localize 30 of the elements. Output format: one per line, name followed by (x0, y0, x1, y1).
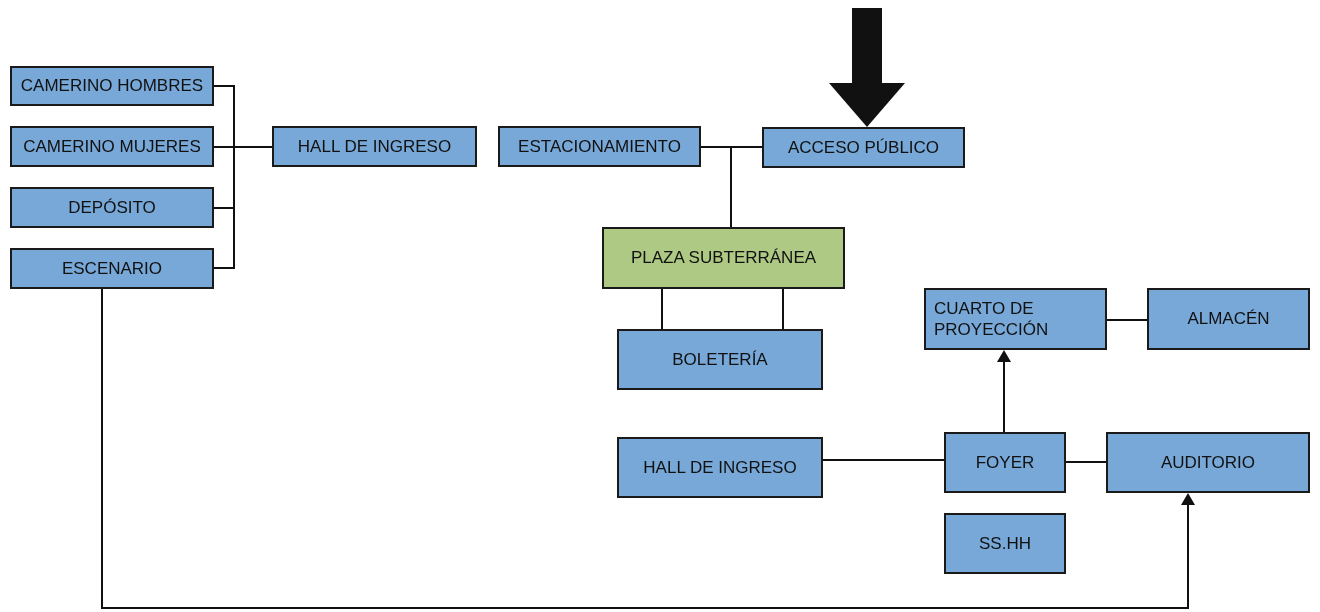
room-box (498, 126, 701, 167)
room-box (617, 329, 823, 390)
room-box (1147, 288, 1310, 350)
room-box (924, 288, 1107, 350)
room-box (762, 127, 965, 168)
room-label: CAMERINO HOMBRES (20, 75, 204, 97)
room-label: HALL DE INGRESO (297, 135, 452, 158)
room-label: HALL DE INGRESO (643, 456, 797, 479)
room-box (617, 437, 823, 498)
room-label: CUARTO DE PROYECCIÓN (934, 297, 1050, 341)
room-label: DEPÓSITO (68, 196, 156, 219)
room-box (10, 248, 214, 289)
room-label: ESTACIONAMIENTO (518, 135, 681, 158)
room-label: SS.HH (979, 532, 1031, 555)
room-label: ALMACÉN (1187, 308, 1270, 330)
room-label: ESCENARIO (61, 257, 163, 280)
room-label: ACCESO PÚBLICO (787, 136, 940, 159)
room-box (1106, 432, 1310, 493)
room-label: PLAZA SUBTERRÁNEA (630, 247, 817, 269)
room-box (10, 187, 214, 228)
room-label: FOYER (975, 451, 1035, 474)
room-label: BOLETERÍA (672, 348, 768, 371)
room-label: CAMERINO MUJERES (23, 135, 201, 158)
room-label: AUDITORIO (1160, 451, 1256, 474)
room-box (944, 432, 1066, 493)
room-box (10, 66, 214, 106)
room-box (602, 227, 845, 289)
room-box (944, 513, 1066, 574)
room-box (10, 126, 214, 167)
room-box (272, 126, 477, 167)
